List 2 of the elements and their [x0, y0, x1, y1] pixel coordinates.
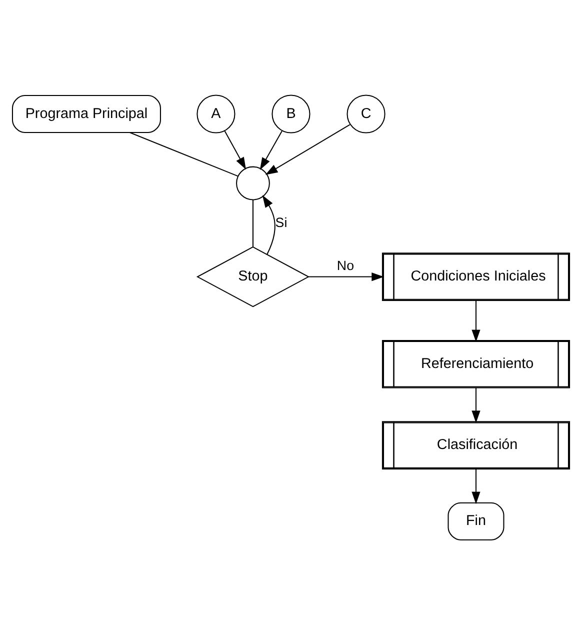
edge-label: No — [336, 258, 354, 273]
edge-label: Si — [275, 214, 288, 230]
